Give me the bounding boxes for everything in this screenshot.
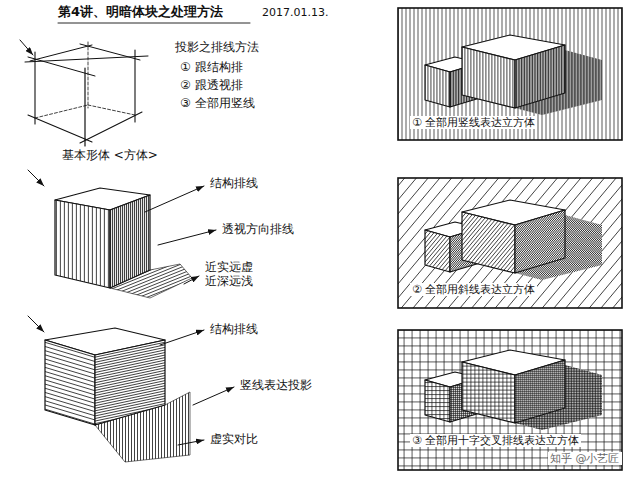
- cube-edge: [515, 210, 565, 273]
- sketch-line: [30, 45, 92, 61]
- hatching: [499, 34, 582, 118]
- cube-edge: [95, 340, 165, 425]
- section-heading: 投影之排线方法: [175, 40, 259, 54]
- panel-frame: [398, 8, 622, 140]
- list-item: ② 跟透视排: [180, 78, 243, 92]
- cube-edge: [515, 45, 565, 108]
- panel-caption: ② 全部用斜线表达立方体: [410, 283, 537, 296]
- cube-edge: [425, 230, 450, 272]
- hatching: [376, 266, 640, 491]
- cube-face: [515, 45, 565, 108]
- cube-edge: [462, 362, 515, 423]
- sketch-line: [35, 105, 88, 118]
- cube-edge: [425, 65, 450, 107]
- cube-edge: [462, 47, 515, 108]
- list-item: ③ 全部用竖线: [180, 96, 255, 110]
- sketch-line: [134, 50, 135, 122]
- leader-arrow: [178, 440, 204, 445]
- sketch-line: [80, 44, 140, 60]
- callout-label: 竖线表达投影: [240, 378, 312, 392]
- panel-caption: ① 全部用竖线表达立方体: [410, 116, 537, 129]
- panel-caption: ③ 全部用十字交叉排线表达立方体: [410, 434, 581, 447]
- callout-label: 结构排线: [210, 322, 258, 336]
- sketch-line: [58, 23, 250, 24]
- panel-frame: [398, 178, 622, 308]
- leader-arrow: [193, 387, 234, 405]
- hatching: [62, 315, 197, 449]
- cube-edge: [45, 340, 95, 425]
- leader-arrow: [145, 186, 204, 212]
- panel-frame: [398, 330, 622, 470]
- callout-label: 近实远虚 近深远浅: [205, 260, 258, 289]
- sketch-line: [28, 115, 92, 142]
- leader-arrow: [28, 170, 44, 186]
- sketch-line: [88, 105, 135, 115]
- hatching: [498, 349, 582, 433]
- cube-face: [110, 195, 150, 288]
- list-item: ① 跟结构排: [180, 60, 243, 74]
- leader-arrow: [160, 330, 204, 345]
- cube-edge: [110, 195, 150, 288]
- callout-label: 透视方向排线: [222, 222, 294, 236]
- figure-caption: 基本形体 <方体>: [62, 148, 158, 162]
- watermark: 知乎 @小艺匠: [548, 452, 622, 465]
- leader-arrow: [184, 276, 199, 284]
- leader-arrow: [20, 40, 33, 55]
- title: 第4讲、明暗体块之处理方法: [58, 4, 223, 20]
- hatching: [382, 0, 640, 206]
- sketch-line: [84, 68, 85, 146]
- sketch-line: [80, 112, 142, 143]
- sketch-line: [88, 42, 89, 108]
- hatching: [380, 266, 640, 491]
- hatching: [498, 349, 582, 433]
- cube-edge: [425, 380, 450, 422]
- callout-label: 结构排线: [210, 176, 258, 190]
- sketch-line: [34, 52, 35, 124]
- cube-face: [55, 200, 110, 288]
- date-note: 2017.01.13.: [262, 6, 328, 19]
- leader-arrow: [28, 316, 44, 332]
- cube-edge: [515, 360, 565, 423]
- cube-edge: [462, 212, 515, 273]
- cube-edge: [55, 200, 110, 288]
- leader-arrow: [158, 230, 216, 245]
- hatching: [79, 189, 183, 294]
- callout-label: 虚实对比: [210, 432, 258, 446]
